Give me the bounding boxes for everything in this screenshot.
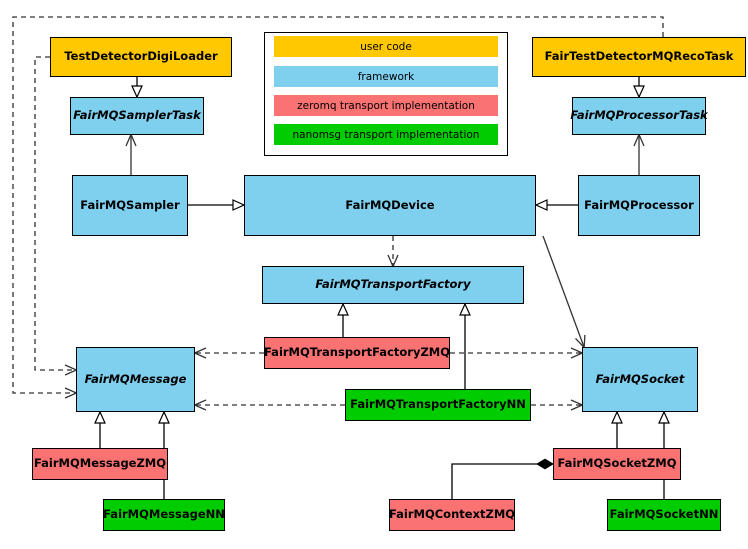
class-node-fairmqmessage[interactable]: FairMQMessage <box>76 347 195 412</box>
class-node-fairmqprocessor[interactable]: FairMQProcessor <box>578 175 700 236</box>
class-node-fairmqsocketzmq[interactable]: FairMQSocketZMQ <box>553 448 681 480</box>
class-node-fairmqsocket[interactable]: FairMQSocket <box>582 347 698 412</box>
class-node-fairmqmessagenn[interactable]: FairMQMessageNN <box>103 499 225 531</box>
legend-label-zeromq: zeromq transport implementation <box>297 99 475 112</box>
legend-label-framework: framework <box>357 70 415 83</box>
class-node-fairmqsamplertask[interactable]: FairMQSamplerTask <box>70 97 204 135</box>
legend-label-nanomsg: nanomsg transport implementation <box>292 128 480 141</box>
edge-recotask-message <box>12 16 664 393</box>
class-node-fairmqmessagezmq[interactable]: FairMQMessageZMQ <box>32 448 168 480</box>
class-node-fairmqtransportfactorynn[interactable]: FairMQTransportFactoryNN <box>345 389 531 421</box>
legend-item-user-code: user code <box>274 36 498 57</box>
class-node-fairmqprocessortask[interactable]: FairMQProcessorTask <box>570 97 708 135</box>
class-node-fairmqcontextzmq[interactable]: FairMQContextZMQ <box>389 499 515 531</box>
legend-item-nanomsg: nanomsg transport implementation <box>274 124 498 145</box>
class-node-testdetectordigiloader[interactable]: TestDetectorDigiLoader <box>50 37 232 77</box>
class-node-fairmqdevice[interactable]: FairMQDevice <box>244 175 536 236</box>
legend-label-user-code: user code <box>360 40 412 53</box>
legend-item-zeromq: zeromq transport implementation <box>274 95 498 116</box>
edge-device-socket <box>542 235 584 347</box>
legend-item-framework: framework <box>274 66 498 87</box>
edge-socketzmq-contextzmq <box>451 458 554 499</box>
class-node-fairtestdetectormqrecotask[interactable]: FairTestDetectorMQRecoTask <box>532 37 746 77</box>
class-node-fairmqsocketnn[interactable]: FairMQSocketNN <box>607 499 721 531</box>
class-node-fairmqtransportfactory[interactable]: FairMQTransportFactory <box>262 266 524 304</box>
class-node-fairmqtransportfactoryzmq[interactable]: FairMQTransportFactoryZMQ <box>264 337 450 369</box>
class-node-fairmqsampler[interactable]: FairMQSampler <box>72 175 188 236</box>
edge-digiloader-message <box>34 56 76 370</box>
